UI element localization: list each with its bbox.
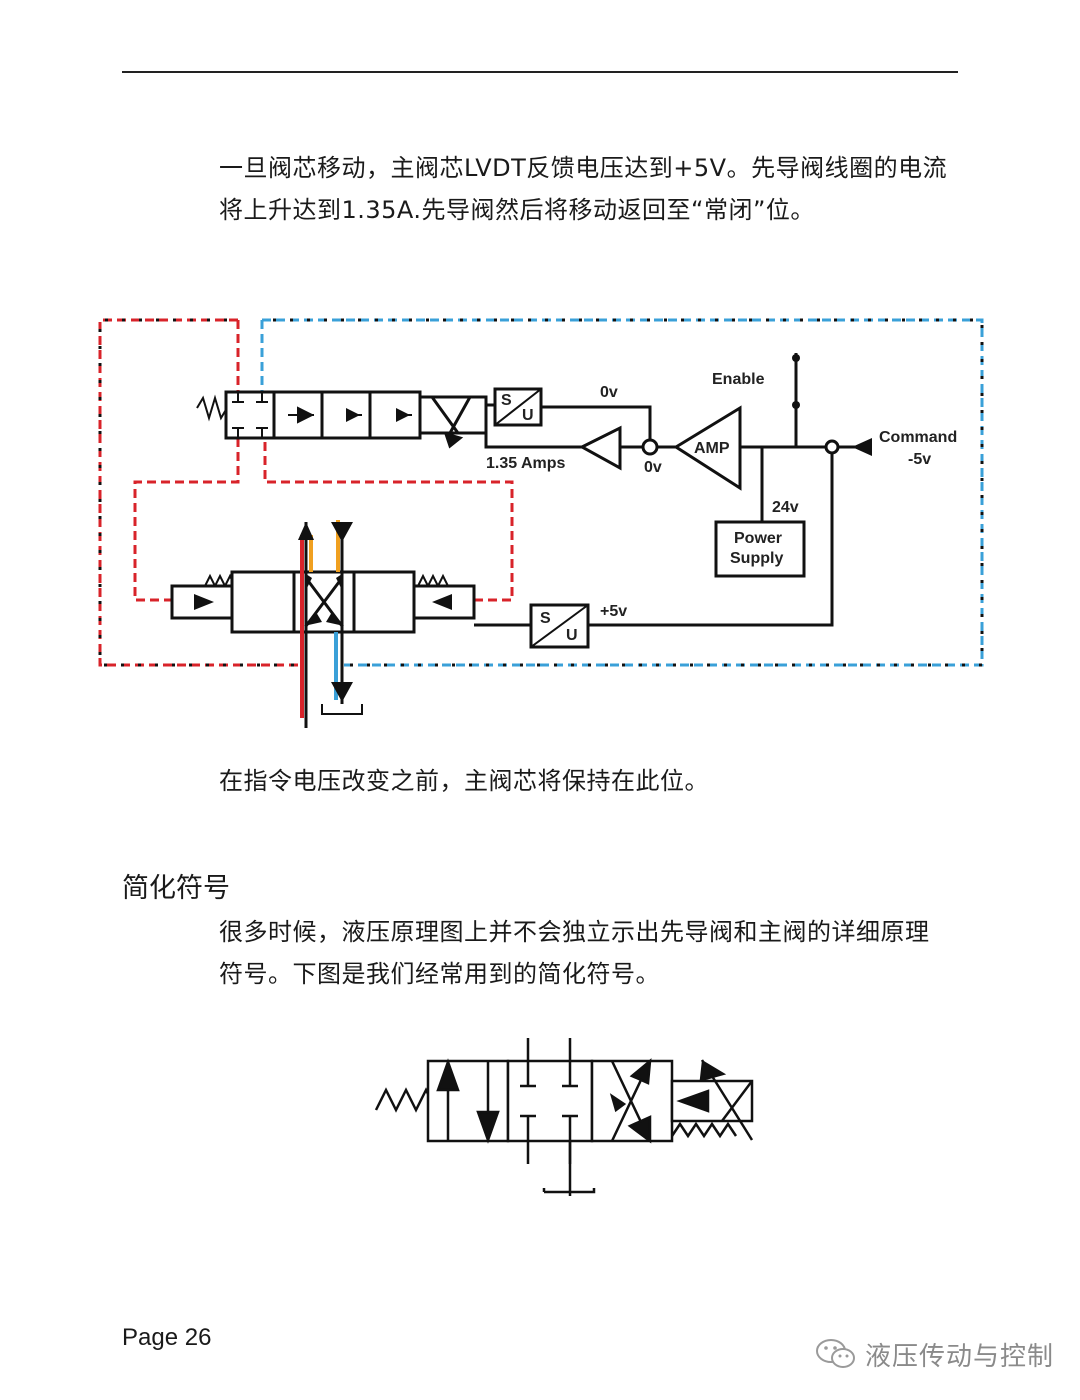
paragraph-2-line-1: 很多时候，液压原理图上并不会独立示出先导阀和主阀的详细原理 xyxy=(219,918,930,946)
pressure-boundary-dashed xyxy=(98,318,514,667)
su-top-s: S xyxy=(501,392,512,409)
simplified-valve-symbol xyxy=(374,1038,754,1196)
paragraph-2: 很多时候，液压原理图上并不会独立示出先导阀和主阀的详细原理 符号。下图是我们经常… xyxy=(219,911,930,995)
su-bottom-s: S xyxy=(540,610,551,627)
zero-v-top-label: 0v xyxy=(600,384,618,401)
enable-label: Enable xyxy=(712,371,765,388)
page-number: Page 26 xyxy=(122,1324,212,1351)
amps-label: 1.35 Amps xyxy=(486,455,566,472)
v24-label: 24v xyxy=(772,499,799,516)
proportional-valve-circuit: S U Enable 0v 0v 1.35 Amps AMP xyxy=(98,318,984,728)
amp-triangle xyxy=(673,405,742,491)
zero-v-bottom-label: 0v xyxy=(644,459,662,476)
paragraph-1-line-1: 一旦阀芯移动，主阀芯LVDT反馈电压达到+5V。先导阀线圈的电流 xyxy=(219,154,948,182)
footer-brand: 液压传动与控制 xyxy=(815,1334,1054,1374)
su-top-u: U xyxy=(522,407,534,424)
paragraph-2-line-2: 符号。下图是我们经常用到的简化符号。 xyxy=(219,960,660,988)
su-bottom-u: U xyxy=(566,627,578,644)
summing-junction xyxy=(641,438,659,456)
power-label: Power xyxy=(734,530,782,547)
section-heading: 简化符号 xyxy=(122,873,230,904)
command-label: Command xyxy=(879,429,957,446)
top-rule xyxy=(122,71,958,73)
current-amplifier xyxy=(578,425,622,471)
su-converter-bottom: S U xyxy=(529,603,590,649)
supply-label: Supply xyxy=(730,550,783,567)
plus5v-label: +5v xyxy=(600,603,627,620)
power-supply-box xyxy=(714,520,806,578)
pilot-spring xyxy=(196,394,228,422)
paragraph-1: 一旦阀芯移动，主阀芯LVDT反馈电压达到+5V。先导阀线圈的电流 将上升达到1.… xyxy=(219,147,947,231)
paragraph-1-line-2: 将上升达到1.35A.先导阀然后将移动返回至“常闭”位。 xyxy=(219,196,815,224)
amp-label: AMP xyxy=(694,440,730,457)
command-junction xyxy=(824,439,840,455)
wechat-icon xyxy=(816,1339,855,1368)
pilot-boundary-dashed xyxy=(260,318,984,667)
pilot-solenoid xyxy=(418,395,488,449)
command-voltage-label: -5v xyxy=(908,451,931,468)
su-converter-top: S U xyxy=(493,387,543,427)
diagram-caption: 在指令电压改变之前，主阀芯将保持在此位。 xyxy=(219,767,709,795)
brand-name: 液压传动与控制 xyxy=(865,1341,1055,1372)
pilot-valve-body xyxy=(224,390,422,440)
main-valve xyxy=(170,520,476,728)
